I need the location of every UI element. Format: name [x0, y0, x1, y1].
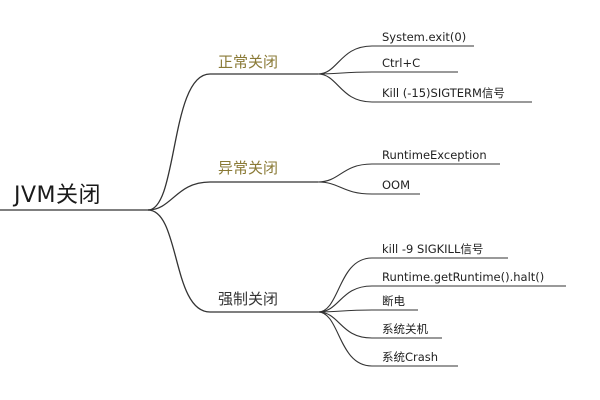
branch-forced-shutdown: 强制关闭: [218, 290, 279, 308]
leaf-kill-15-sigterm: Kill (-15)SIGTERM信号: [382, 86, 505, 100]
edge-normal-0: [317, 45, 474, 75]
edge-normal-2: [317, 73, 532, 103]
leaf-system-crash: 系统Crash: [382, 350, 439, 364]
edge-root-abnormal: [147, 181, 318, 211]
leaf-system-exit: System.exit(0): [382, 30, 467, 44]
leaf-ctrl-c: Ctrl+C: [382, 56, 421, 70]
edge-forced-3: [317, 311, 442, 339]
edge-root-normal: [147, 73, 318, 211]
leaf-kill-9-sigkill: kill -9 SIGKILL信号: [382, 242, 484, 256]
edge-abnormal-0: [317, 163, 500, 183]
leaf-system-shutdown: 系统关机: [382, 322, 428, 336]
edge-forced-1: [317, 285, 566, 313]
leaf-runtime-exception: RuntimeException: [382, 148, 487, 162]
branch-abnormal-shutdown: 异常关闭: [218, 159, 279, 177]
root-node: JVM关闭: [14, 183, 102, 208]
edge-forced-0: [317, 257, 508, 313]
edge-normal-1: [317, 71, 458, 75]
edge-abnormal-1: [317, 181, 420, 195]
edge-root-forced: [147, 209, 318, 313]
edge-forced-2: [317, 309, 418, 313]
leaf-runtime-halt: Runtime.getRuntime().halt(): [382, 270, 545, 284]
edge-forced-4: [317, 311, 458, 367]
leaf-oom: OOM: [382, 178, 411, 192]
leaf-power-off: 断电: [382, 294, 405, 308]
branch-normal-shutdown: 正常关闭: [218, 53, 279, 71]
